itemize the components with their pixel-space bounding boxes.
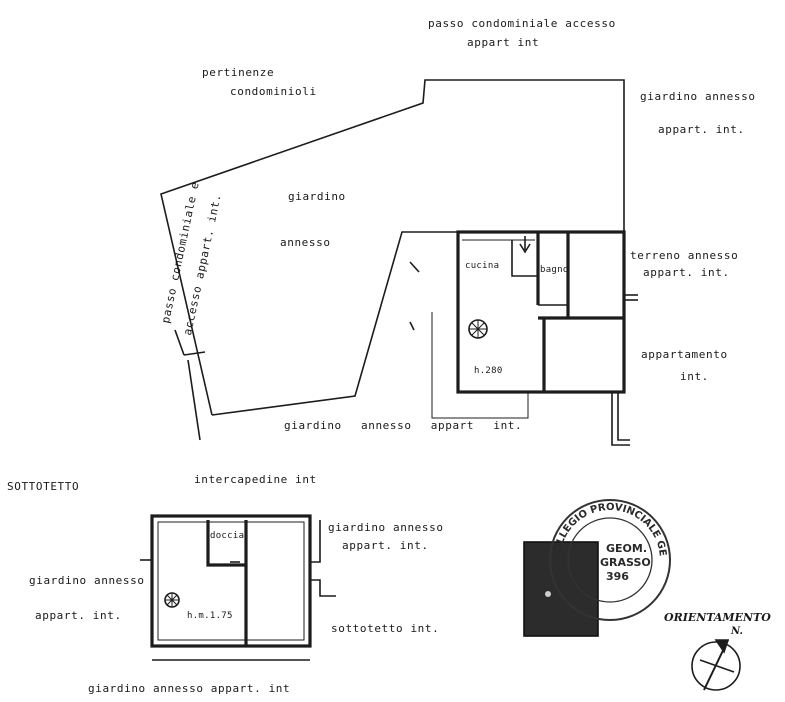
sottotetto-int-label: sottotetto int. [331, 622, 440, 635]
passage-line-2 [187, 359, 201, 441]
pertinenze-label-1: pertinenze [202, 66, 275, 79]
giardino-tr-label-2: appart. int. [658, 123, 745, 136]
intercapedine-label: intercapedine int [194, 473, 317, 486]
neighbour-wall [611, 392, 630, 446]
stamp-inner-1: GEOM. [606, 542, 647, 555]
height-label-main: h.280 [474, 366, 503, 376]
neighbour-wall-2 [617, 392, 630, 441]
room-label-bagno: bagno [540, 265, 569, 275]
giardino-l2-label-2: appart. int. [35, 609, 122, 622]
room-label-cucina: cucina [465, 261, 500, 271]
stamp-inner-2: GRASSO [600, 556, 651, 569]
doccia-walls [206, 520, 246, 567]
giardino-l2-label-1: giardino annesso [29, 574, 145, 587]
terreno-label-2: appart. int. [643, 266, 730, 279]
compass-circle [691, 641, 741, 691]
garden-boundary [160, 79, 625, 416]
giardino-r2-label-1: giardino annesso [328, 521, 444, 534]
stair-spokes [469, 320, 487, 338]
garden-inner-boundary [211, 231, 458, 416]
giardino-tr-label-1: giardino annesso [640, 90, 756, 103]
stamp-ring-inner [567, 517, 653, 603]
giardino-bottom-label: giardino annesso appart int. [284, 419, 523, 432]
appartamento-label-2: int. [680, 370, 709, 383]
passage-line [174, 329, 185, 356]
appartamento-label-1: appartamento [641, 348, 728, 361]
stamp-text: COLLEGIO PROVINCIALE GEOMETRI GEOM. GRAS… [550, 500, 668, 583]
garden-edge-2 [409, 321, 415, 331]
passage-tick [183, 351, 206, 356]
stair-spokes-2 [165, 593, 179, 607]
compass-arrow [714, 639, 730, 654]
giardino-r2-label-2: appart. int. [342, 539, 429, 552]
porch-outline [431, 312, 529, 419]
stamp-dot [545, 591, 551, 597]
passo-top-label-1: passo condominiale accesso [428, 17, 616, 30]
giardino-footer-label: giardino annesso appart. int [88, 682, 291, 695]
stamp-inner-3: 396 [606, 570, 629, 583]
stamp-ring [549, 499, 671, 621]
pertinenze-label-2: condominioli [230, 85, 317, 98]
north-label: N. [731, 626, 743, 637]
giardino-center-label-1: giardino [288, 190, 346, 203]
sottotetto-inner [157, 521, 305, 641]
height-label-sotto: h.m.1.75 [187, 611, 233, 621]
entry-arrowhead [519, 243, 531, 254]
orientamento-label: ORIENTAMENTO [664, 611, 771, 624]
sottotetto-walls [150, 514, 312, 648]
giardino-center-label-2: annesso [280, 236, 331, 249]
apartment-walls [456, 230, 626, 394]
kitchen-counter [511, 240, 538, 277]
compass-tick [699, 659, 735, 673]
passo-top-label-2: appart int [467, 36, 540, 49]
stamp-block [523, 541, 599, 637]
garden-edge [409, 261, 420, 273]
room-label-doccia: doccia [210, 531, 245, 541]
sotto-ext-bottom [310, 579, 336, 597]
terreno-label-1: terreno annesso [630, 249, 739, 262]
sotto-ext-top [310, 520, 321, 563]
sottotetto-title: SOTTOTETTO [7, 480, 80, 493]
